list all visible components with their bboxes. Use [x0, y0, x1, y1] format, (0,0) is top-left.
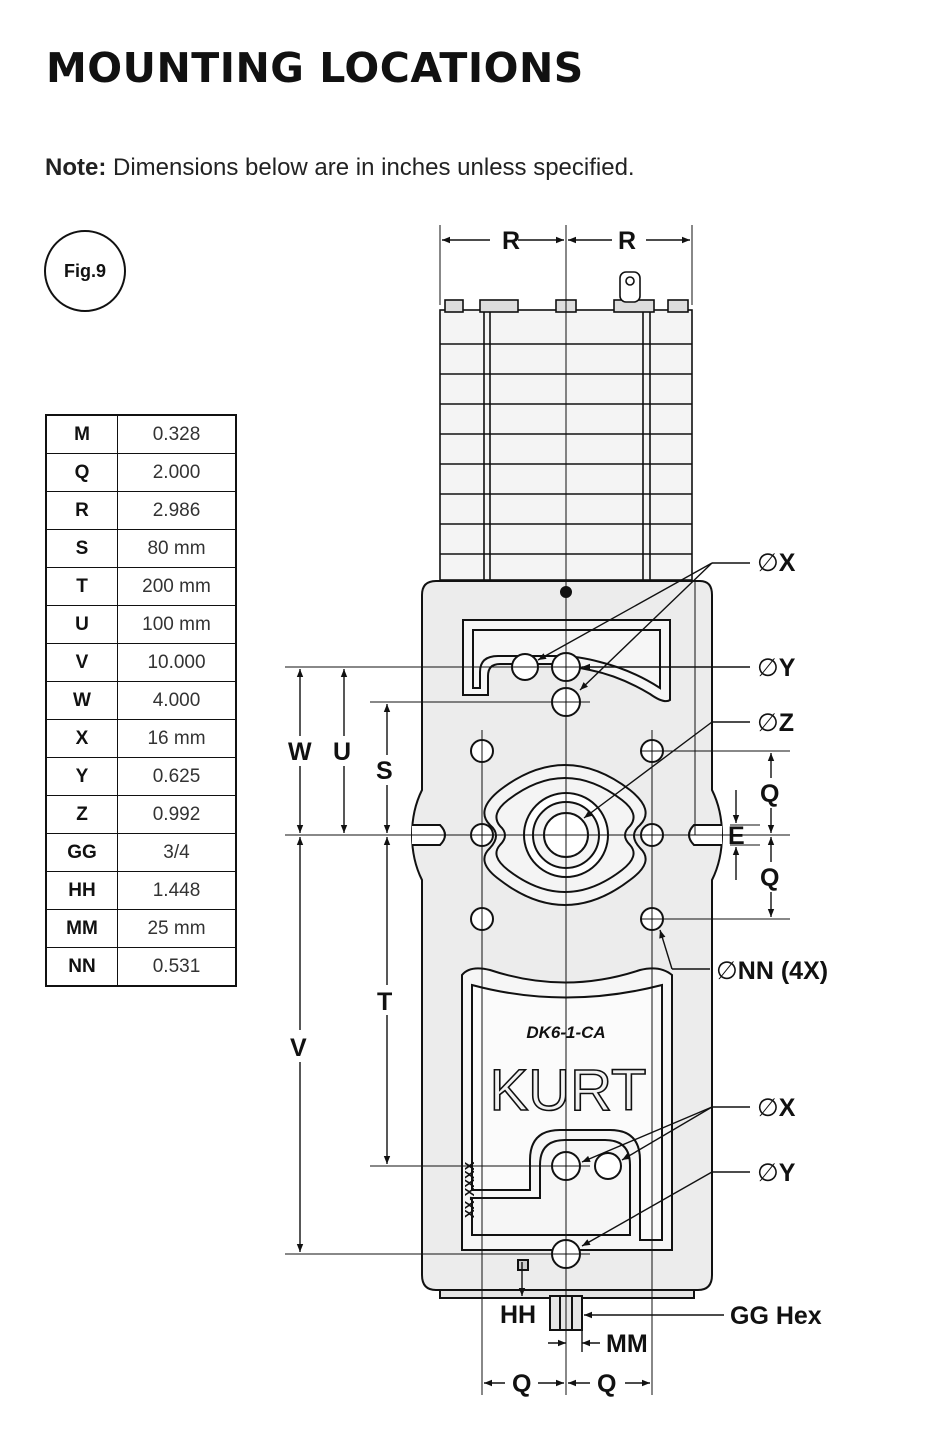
- dimension-lines: [296, 236, 775, 1387]
- dimension-value: 100 mm: [117, 605, 237, 644]
- dimension-value: 25 mm: [117, 909, 237, 948]
- dimension-value: 80 mm: [117, 529, 237, 568]
- dimension-value: 3/4: [117, 833, 237, 872]
- centerlines: [285, 225, 790, 1395]
- callout-nn-label: NN (4X): [738, 957, 828, 985]
- label-w: W: [288, 738, 312, 766]
- dimension-value: 10.000: [117, 643, 237, 682]
- callout-x-top: ∅X: [757, 549, 796, 577]
- leader-lines: [537, 562, 750, 1319]
- brand-logo: KURT: [490, 1058, 647, 1123]
- dimension-value: 16 mm: [117, 719, 237, 758]
- label-q-bottom-left: Q: [512, 1370, 531, 1398]
- dimension-value: 0.992: [117, 795, 237, 834]
- serial-marking: XX-XXXX: [462, 1161, 477, 1218]
- dimension-key: T: [45, 567, 118, 606]
- label-q-lower: Q: [760, 864, 779, 892]
- diameter-icon: ∅: [757, 1159, 779, 1187]
- dimension-value: 2.000: [117, 453, 237, 492]
- callout-z: ∅Z: [757, 709, 794, 737]
- diameter-icon: ∅: [757, 549, 779, 577]
- note-text: Dimensions below are in inches unless sp…: [106, 154, 635, 181]
- dimension-value: 0.531: [117, 947, 237, 987]
- label-t: T: [377, 988, 392, 1016]
- dimension-key: MM: [45, 909, 118, 948]
- label-hh: HH: [500, 1301, 536, 1329]
- label-q-upper: Q: [760, 780, 779, 808]
- callout-y-bottom-label: Y: [779, 1159, 796, 1187]
- label-u: U: [333, 738, 351, 766]
- dimension-key: W: [45, 681, 118, 720]
- callout-z-label: Z: [779, 709, 794, 737]
- dimension-key: NN: [45, 947, 118, 987]
- callout-y-bottom: ∅Y: [757, 1159, 796, 1187]
- label-r-right: R: [618, 227, 636, 255]
- label-mm: MM: [606, 1330, 648, 1358]
- callout-y-top: ∅Y: [757, 654, 796, 682]
- callout-x-bottom-label: X: [779, 1094, 796, 1122]
- callout-x-top-label: X: [779, 549, 796, 577]
- label-gg-hex: GG Hex: [730, 1302, 822, 1330]
- diameter-callouts: ∅X ∅Y ∅Z ∅NN (4X) ∅X ∅Y: [716, 549, 828, 1187]
- part-marking: DK6-1-CA: [526, 1023, 605, 1042]
- label-r-left: R: [502, 227, 520, 255]
- dimension-labels: R R W U S T V Q Q E Q Q HH MM GG Hex: [288, 227, 822, 1398]
- dimension-key: HH: [45, 871, 118, 910]
- diameter-icon: ∅: [757, 654, 779, 682]
- label-s: S: [376, 757, 393, 785]
- label-q-bottom-right: Q: [597, 1370, 616, 1398]
- figure-badge: Fig.9: [44, 230, 126, 312]
- diameter-icon: ∅: [757, 709, 779, 737]
- dimension-value: 2.986: [117, 491, 237, 530]
- page-title: MOUNTING LOCATIONS: [46, 44, 584, 92]
- callout-x-bottom: ∅X: [757, 1094, 796, 1122]
- callout-nn: ∅NN (4X): [716, 957, 828, 985]
- dimension-key: Y: [45, 757, 118, 796]
- note-label: Note:: [45, 154, 107, 181]
- dimension-key: S: [45, 529, 118, 568]
- diameter-icon: ∅: [716, 957, 738, 985]
- label-v: V: [290, 1034, 307, 1062]
- dimension-key: V: [45, 643, 118, 682]
- dimension-value: 200 mm: [117, 567, 237, 606]
- dimension-note: Note: Dimensions below are in inches unl…: [45, 154, 635, 182]
- diameter-icon: ∅: [757, 1094, 779, 1122]
- callout-y-top-label: Y: [779, 654, 796, 682]
- label-e: E: [728, 822, 745, 850]
